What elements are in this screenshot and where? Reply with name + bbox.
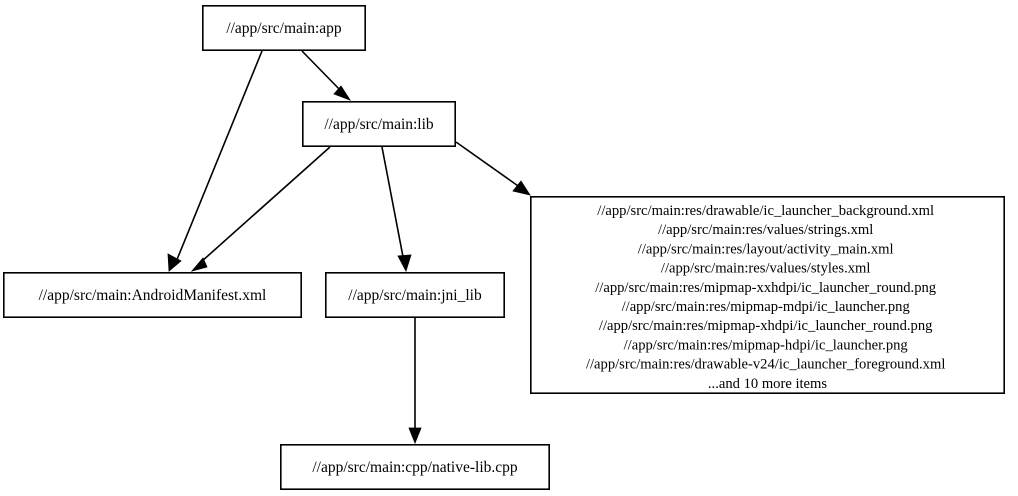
arrowhead-icon <box>512 180 531 196</box>
arrowhead-icon <box>190 257 208 272</box>
node-box-jni-lib[interactable] <box>324 271 505 318</box>
node-label-android-manifest: //app/src/main:AndroidManifest.xml <box>39 287 267 304</box>
res-line-8: //app/src/main:res/drawable-v24/ic_launc… <box>586 357 945 373</box>
node-label-native-lib-cpp: //app/src/main:cpp/native-lib.cpp <box>312 459 518 476</box>
arrowhead-icon <box>167 253 182 272</box>
res-line-9: ...and 10 more items <box>708 376 827 392</box>
node-lib[interactable]: //app/src/main:lib <box>301 101 456 148</box>
edge-app-to-manifest <box>167 50 263 272</box>
node-label-app: //app/src/main:app <box>226 20 342 37</box>
res-line-1: //app/src/main:res/values/strings.xml <box>658 222 873 238</box>
node-box-android-manifest[interactable] <box>2 271 302 318</box>
node-res-bundle[interactable]: //app/src/main:res/drawable/ic_launcher_… <box>529 196 1005 394</box>
edge-line <box>455 141 522 189</box>
edge-line <box>301 50 344 94</box>
res-line-5: //app/src/main:res/mipmap-mdpi/ic_launch… <box>622 299 911 315</box>
node-jni-lib[interactable]: //app/src/main:jni_lib <box>324 271 505 318</box>
node-group: //app/src/main:app //app/src/main:lib //… <box>2 5 1005 490</box>
edge-app-to-lib <box>301 50 351 101</box>
node-label-res-bundle: //app/src/main:res/drawable/ic_launcher_… <box>586 203 949 392</box>
node-label-lib: //app/src/main:lib <box>324 116 434 133</box>
edge-lib-to-jni-lib <box>381 146 412 273</box>
edge-line <box>381 146 405 263</box>
node-box-lib[interactable] <box>301 101 456 148</box>
edge-lib-to-manifest <box>190 146 331 272</box>
edge-line <box>200 146 331 263</box>
res-line-2: //app/src/main:res/layout/activity_main.… <box>638 241 894 257</box>
res-line-4: //app/src/main:res/mipmap-xxhdpi/ic_laun… <box>595 280 937 296</box>
res-line-7: //app/src/main:res/mipmap-hdpi/ic_launch… <box>624 337 909 353</box>
node-label-jni-lib: //app/src/main:jni_lib <box>348 287 482 304</box>
arrowhead-icon <box>408 427 422 445</box>
node-native-lib-cpp[interactable]: //app/src/main:cpp/native-lib.cpp <box>279 443 550 490</box>
node-box-native-lib-cpp[interactable] <box>279 443 550 490</box>
edge-lib-to-res <box>455 141 531 196</box>
node-box-app[interactable] <box>202 5 366 52</box>
node-android-manifest[interactable]: //app/src/main:AndroidManifest.xml <box>2 271 302 318</box>
arrowhead-icon <box>333 85 351 101</box>
edge-group <box>167 50 531 445</box>
res-line-3: //app/src/main:res/values/styles.xml <box>661 261 871 277</box>
res-line-0: //app/src/main:res/drawable/ic_launcher_… <box>597 203 934 219</box>
res-line-6: //app/src/main:res/mipmap-xhdpi/ic_launc… <box>599 318 933 334</box>
arrowhead-icon <box>397 254 412 273</box>
node-app[interactable]: //app/src/main:app <box>202 5 366 52</box>
edge-line <box>175 50 263 263</box>
edge-jni-lib-to-native-lib <box>408 318 422 445</box>
node-box-res-bundle[interactable] <box>529 196 1005 394</box>
